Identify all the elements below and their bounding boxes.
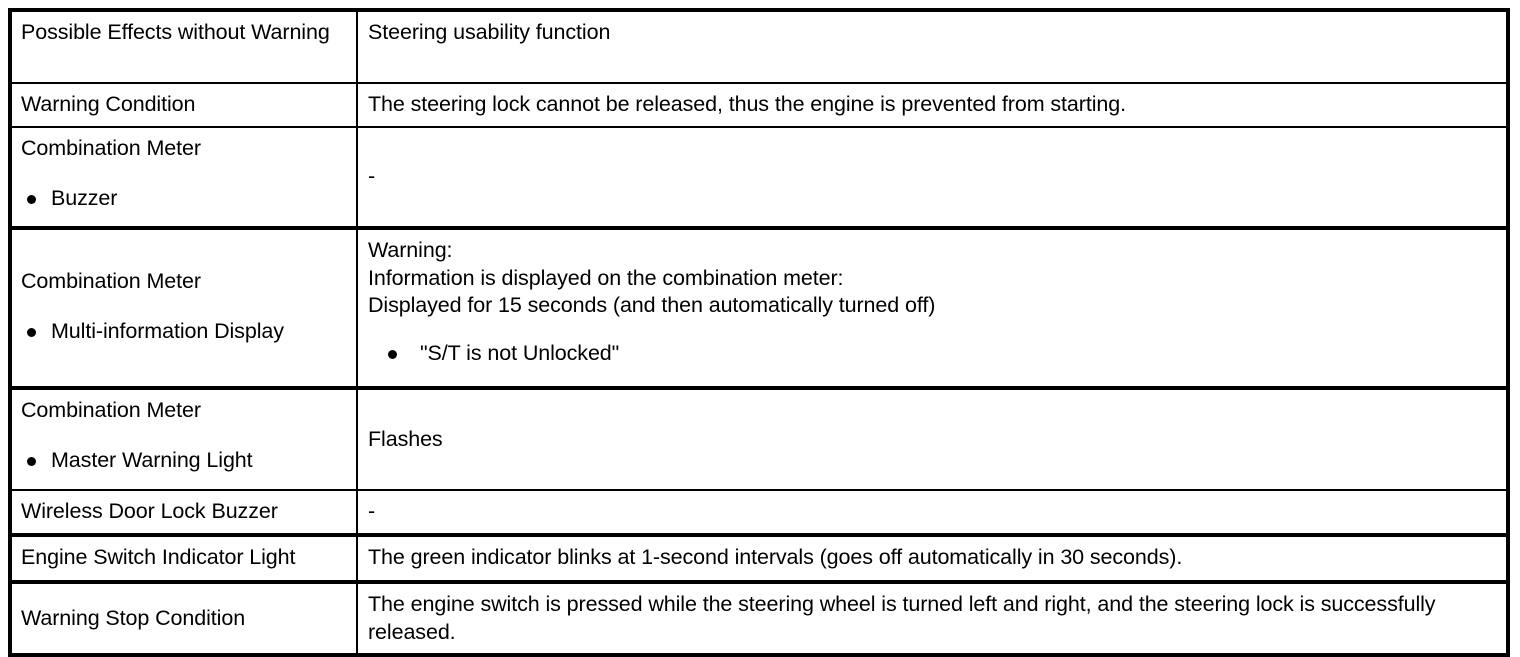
value-line: -: [368, 499, 376, 523]
value-line: The green indicator blinks at 1-second i…: [368, 545, 1183, 569]
value-line: The steering lock cannot be released, th…: [368, 92, 1126, 116]
table-row: Engine Switch Indicator Light The green …: [10, 535, 1508, 584]
row-value-content: Flashes: [358, 390, 1506, 489]
row-value-cell: The engine switch is pressed while the s…: [357, 582, 1508, 656]
row-label-text: Combination Meter: [21, 398, 201, 422]
row-label-cell: Warning Condition: [10, 83, 358, 128]
bullet-icon: [388, 350, 397, 360]
row-value-content: Steering usability function: [358, 12, 1506, 54]
row-value-cell: -: [357, 490, 1508, 537]
row-label-text: Possible Effects without Warning: [21, 20, 330, 44]
value-line: Flashes: [368, 426, 443, 451]
row-value-cell: The steering lock cannot be released, th…: [357, 83, 1508, 128]
row-label-text: Combination Meter: [21, 136, 201, 160]
row-label-cell: Combination Meter Master Warning Light: [10, 388, 358, 491]
row-label-bullet-text: Master Warning Light: [51, 447, 253, 472]
table-row: Possible Effects without Warning Steerin…: [10, 10, 1508, 84]
bullet-icon: [27, 327, 36, 337]
value-line: Steering usability function: [368, 20, 611, 44]
row-value-content: -: [358, 128, 1506, 226]
row-label-content: Warning Condition: [12, 84, 356, 126]
row-label-content: Combination Meter Master Warning Light: [12, 390, 356, 481]
row-label-cell: Possible Effects without Warning: [10, 10, 358, 84]
table-row: Warning Condition The steering lock cann…: [10, 83, 1508, 128]
row-label-cell: Engine Switch Indicator Light: [10, 535, 358, 584]
bullet-icon: [27, 456, 36, 466]
row-label-cell: Wireless Door Lock Buzzer: [10, 490, 358, 537]
row-label-cell: Warning Stop Condition: [10, 582, 358, 656]
row-label-content: Combination Meter Multi-information Disp…: [12, 230, 356, 352]
value-line: Warning:: [368, 238, 453, 262]
value-line: Information is displayed on the combinat…: [368, 265, 844, 290]
row-label-bullet-text: Buzzer: [51, 185, 118, 210]
row-label-cell: Combination Meter Buzzer: [10, 127, 358, 230]
table-row: Warning Stop Condition The engine switch…: [10, 582, 1508, 656]
table-row: Combination Meter Master Warning Light F…: [10, 388, 1508, 491]
row-label-text: Wireless Door Lock Buzzer: [21, 499, 278, 523]
row-value-cell: Flashes: [357, 388, 1508, 491]
row-label-text: Warning Condition: [21, 92, 196, 116]
row-label-content: Warning Stop Condition: [12, 584, 356, 653]
bullet-icon: [27, 194, 36, 204]
row-value-content: The green indicator blinks at 1-second i…: [358, 537, 1506, 579]
row-value-cell: Steering usability function: [357, 10, 1508, 84]
row-label-bullet-text: Multi-information Display: [51, 318, 284, 343]
row-value-content: -: [358, 491, 1506, 533]
table-row: Combination Meter Buzzer -: [10, 127, 1508, 230]
row-value-cell: -: [357, 127, 1508, 230]
row-label-bullet-item: Master Warning Light: [21, 447, 349, 475]
row-label-text: Combination Meter: [21, 269, 201, 293]
row-label-content: Wireless Door Lock Buzzer: [12, 491, 356, 533]
table-row: Combination Meter Multi-information Disp…: [10, 228, 1508, 390]
row-value-cell: Warning: Information is displayed on the…: [357, 228, 1508, 390]
row-label-content: Engine Switch Indicator Light: [12, 537, 356, 579]
value-bullet-text: "S/T is not Unlocked": [420, 341, 620, 366]
value-bullet-item: "S/T is not Unlocked": [368, 340, 1498, 368]
warning-specification-table: Possible Effects without Warning Steerin…: [8, 8, 1510, 657]
row-label-text: Warning Stop Condition: [21, 605, 246, 630]
row-label-bullet-item: Multi-information Display: [21, 318, 349, 346]
row-label-bullet-item: Buzzer: [21, 185, 349, 213]
row-label-text: Engine Switch Indicator Light: [21, 545, 296, 569]
row-label-content: Combination Meter Buzzer: [12, 128, 356, 219]
row-label-cell: Combination Meter Multi-information Disp…: [10, 228, 358, 390]
row-value-content: The engine switch is pressed while the s…: [358, 584, 1506, 653]
row-value-cell: The green indicator blinks at 1-second i…: [357, 535, 1508, 584]
row-label-content: Possible Effects without Warning: [12, 12, 356, 54]
value-line: Displayed for 15 seconds (and then autom…: [368, 293, 936, 318]
table-row: Wireless Door Lock Buzzer -: [10, 490, 1508, 537]
row-value-content: The steering lock cannot be released, th…: [358, 84, 1506, 126]
page-canvas: Possible Effects without Warning Steerin…: [8, 8, 1510, 657]
value-line: The engine switch is pressed while the s…: [368, 592, 1436, 644]
value-line: -: [368, 164, 376, 189]
row-value-content: Warning: Information is displayed on the…: [358, 230, 1506, 375]
